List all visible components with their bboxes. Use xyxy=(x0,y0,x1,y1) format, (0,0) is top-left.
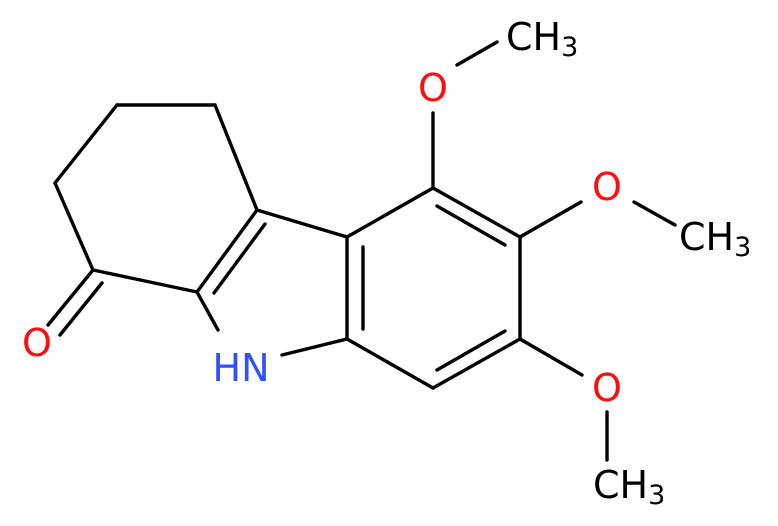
bond-o-ch3-top xyxy=(455,40,499,67)
methyl-bottom-text: CH xyxy=(593,463,648,507)
bond-c1-o-b xyxy=(58,281,104,337)
ketone-oxygen-label: O xyxy=(22,321,52,365)
methyl-mid-subscript: 3 xyxy=(734,232,751,263)
bond-c8a-c8 xyxy=(345,337,435,390)
nh-label: HN xyxy=(213,346,270,390)
atom-labels: O HN O O O CH3 CH3 CH3 xyxy=(22,15,751,511)
bond-c2-c1 xyxy=(53,181,95,272)
methyl-bottom-label: CH3 xyxy=(593,463,665,511)
bond-c3-c2 xyxy=(53,103,119,185)
bond-c7-o xyxy=(518,337,584,377)
methyl-top-subscript: 3 xyxy=(561,32,578,63)
bond-c8-c7-b xyxy=(435,329,507,372)
bond-o-ch3-mid xyxy=(632,200,677,227)
bond-c9a-c4a-b xyxy=(212,222,267,295)
methyl-mid-label: CH3 xyxy=(679,215,751,263)
bond-c6-o xyxy=(518,200,583,239)
bond-c6-c5-a xyxy=(431,186,522,239)
bond-c9a-c4a-a xyxy=(195,208,259,294)
bond-c6-c5-b xyxy=(435,204,507,247)
bond-c9a-n xyxy=(195,290,220,332)
methyl-top-label: CH3 xyxy=(506,15,578,63)
methyl-mid-text: CH xyxy=(679,215,734,259)
bond-c1-c9a xyxy=(91,268,199,294)
methyl-top-text: CH xyxy=(506,15,561,59)
bonds xyxy=(46,40,677,462)
bond-c4a-c4b xyxy=(255,208,349,239)
bond-c8-c7-a xyxy=(431,337,522,390)
methyl-bottom-subscript: 3 xyxy=(648,480,665,511)
bond-c5-c4b xyxy=(345,186,435,239)
bond-c1-o-a xyxy=(46,268,95,327)
methoxy-oxygen-bottom-label: O xyxy=(592,366,622,410)
methoxy-oxygen-top-label: O xyxy=(418,66,448,110)
methoxy-oxygen-mid-label: O xyxy=(592,165,622,209)
bond-n-c8a xyxy=(280,337,349,357)
bond-c4a-c4 xyxy=(213,103,259,212)
